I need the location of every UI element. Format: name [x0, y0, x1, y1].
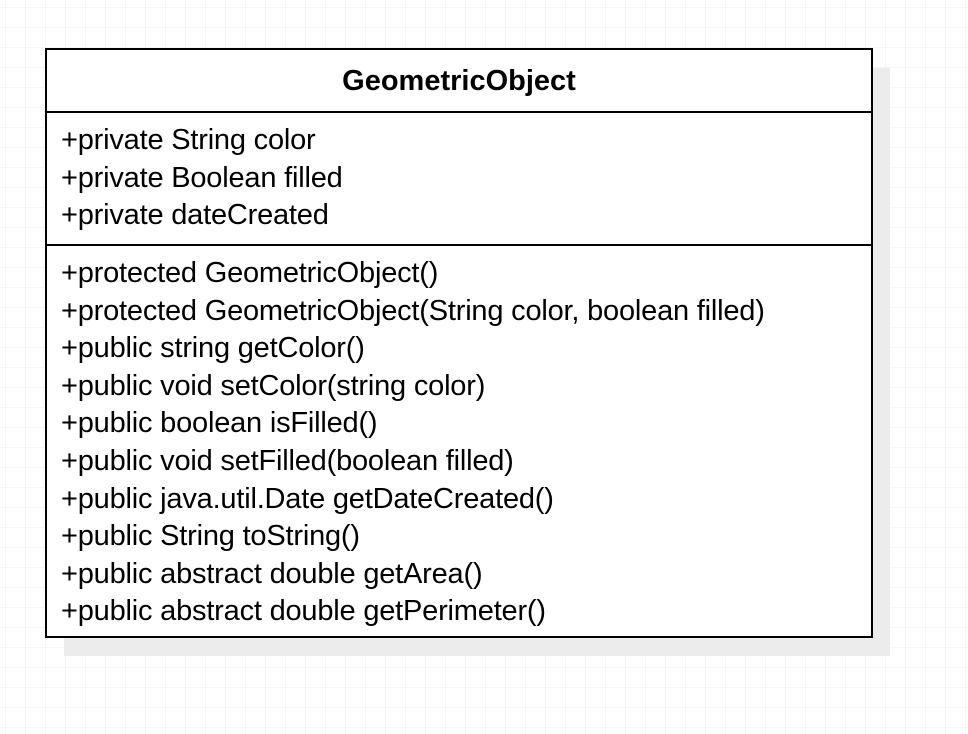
attribute-filled: +private Boolean filled	[61, 161, 343, 194]
method-get-perimeter: +public abstract double getPerimeter()	[61, 595, 546, 628]
method-constructor-params: +protected GeometricObject(String color,…	[61, 294, 765, 327]
method-is-filled: +public boolean isFilled()	[61, 407, 378, 440]
method-get-date-created: +public java.util.Date getDateCreated()	[61, 482, 554, 515]
class-name: GeometricObject	[47, 50, 871, 113]
uml-class-box[interactable]: GeometricObject +private String color +p…	[45, 48, 873, 638]
attribute-date-created: +private dateCreated	[61, 199, 329, 232]
attribute-color: +private String color	[61, 124, 316, 156]
attributes-compartment: +private String color +private Boolean f…	[47, 113, 871, 246]
method-to-string: +public String toString()	[61, 520, 360, 553]
method-set-filled: +public void setFilled(boolean filled)	[61, 444, 514, 477]
method-get-area: +public abstract double getArea()	[61, 557, 483, 590]
method-set-color: +public void setColor(string color)	[61, 369, 486, 402]
method-constructor-default: +protected GeometricObject()	[61, 257, 439, 289]
method-get-color: +public string getColor()	[61, 332, 365, 365]
methods-compartment: +protected GeometricObject() +protected …	[47, 246, 871, 636]
